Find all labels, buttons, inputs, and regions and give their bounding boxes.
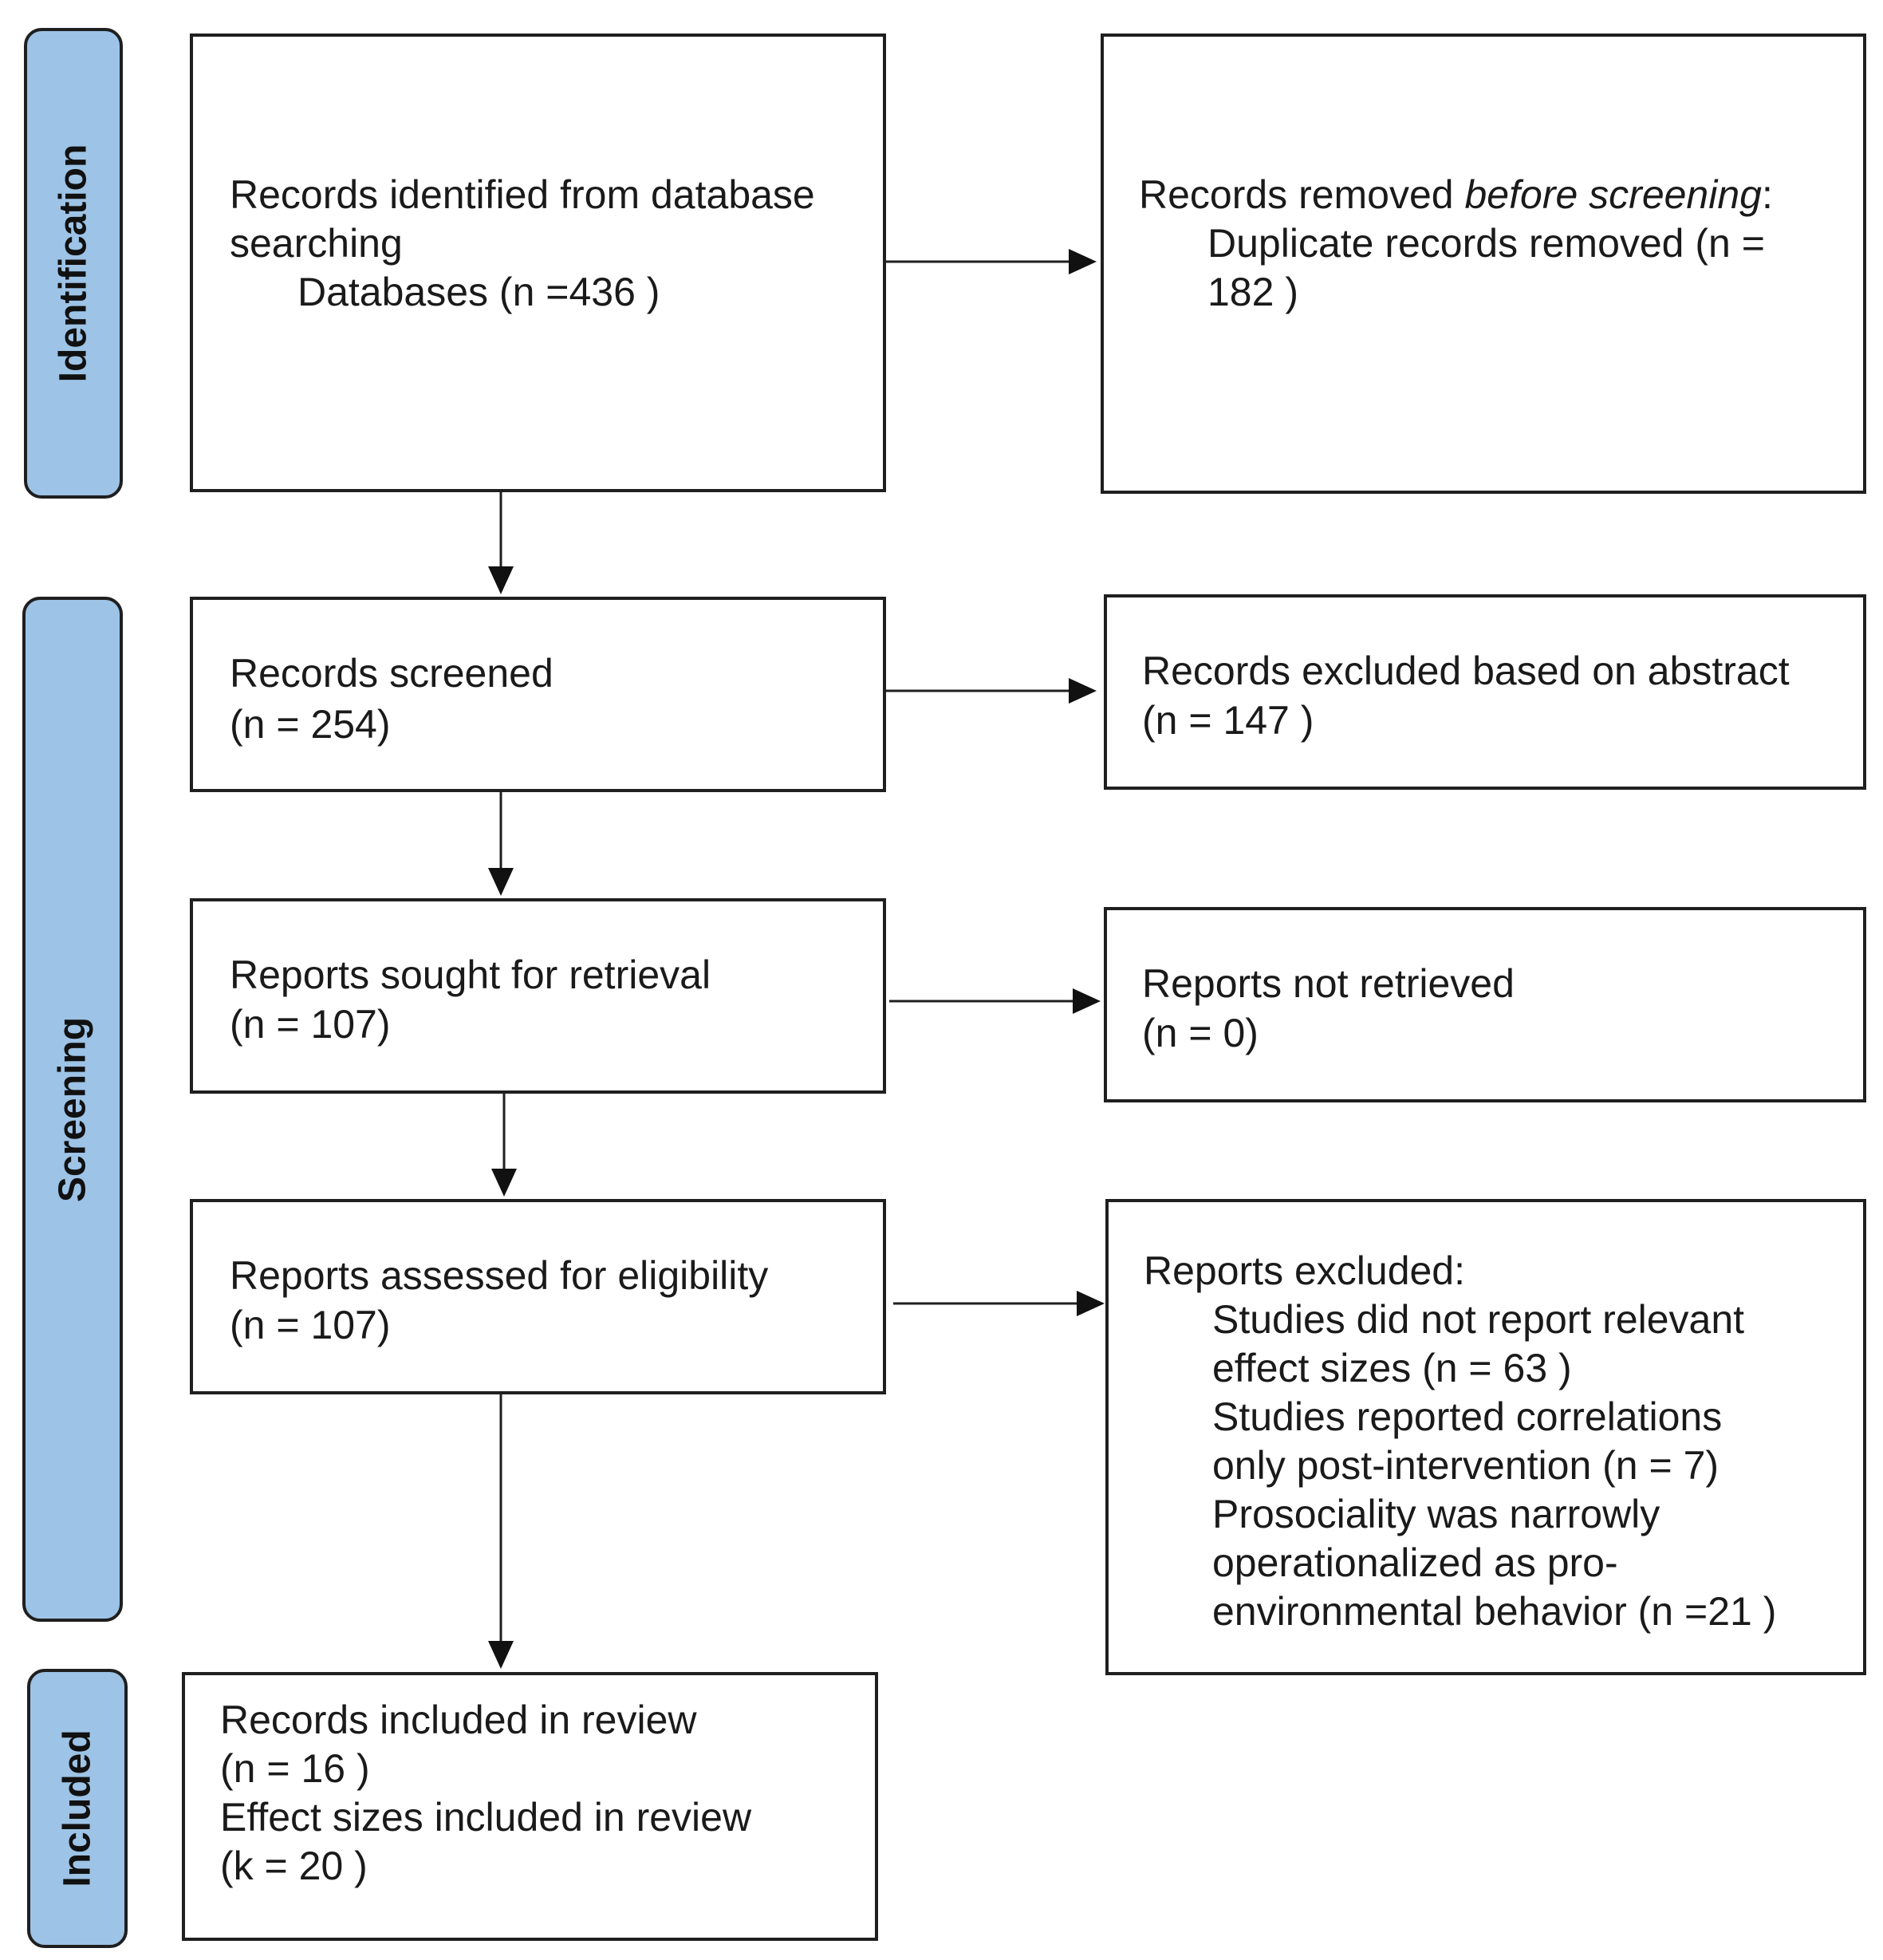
arrow-sought-to-not-retrieved bbox=[889, 988, 1101, 1014]
arrow-sought-to-eligibility bbox=[491, 1094, 517, 1197]
records-identified-line2: searching bbox=[230, 221, 403, 266]
records-removed-line1: Records removed before screening: bbox=[1139, 172, 1773, 217]
reports-sought-count: (n = 107) bbox=[230, 1002, 391, 1047]
records-screened-count: (n = 254) bbox=[230, 702, 391, 747]
phase-screening: Screening bbox=[22, 597, 123, 1622]
records-identified-box: Records identified from database searchi… bbox=[190, 34, 886, 492]
reports-excluded-reason-1a: Studies did not report relevant bbox=[1212, 1297, 1745, 1342]
reports-not-retrieved-count: (n = 0) bbox=[1142, 1011, 1259, 1055]
records-included-line1: Records included in review bbox=[220, 1698, 697, 1742]
records-screened-line1: Records screened bbox=[230, 651, 553, 696]
records-screened-box: Records screened (n = 254) bbox=[190, 597, 886, 792]
arrow-identified-to-removed bbox=[886, 249, 1097, 274]
records-excluded-abstract-count: (n = 147 ) bbox=[1142, 698, 1314, 743]
records-removed-duplicates: Duplicate records removed (n = bbox=[1207, 221, 1765, 266]
reports-eligibility-box: Reports assessed for eligibility (n = 10… bbox=[190, 1199, 886, 1394]
reports-excluded-reason-2a: Studies reported correlations bbox=[1212, 1394, 1723, 1439]
reports-not-retrieved-line1: Reports not retrieved bbox=[1142, 961, 1515, 1006]
records-identified-databases: Databases (n =436 ) bbox=[297, 270, 660, 314]
arrow-screened-to-excluded bbox=[886, 678, 1097, 704]
records-removed-count: 182 ) bbox=[1207, 270, 1298, 314]
reports-excluded-reason-3a: Prosociality was narrowly bbox=[1212, 1492, 1660, 1536]
reports-eligibility-count: (n = 107) bbox=[230, 1303, 391, 1347]
reports-excluded-reason-3c: environmental behavior (n =21 ) bbox=[1212, 1589, 1777, 1634]
reports-sought-box: Reports sought for retrieval (n = 107) bbox=[190, 898, 886, 1094]
effect-sizes-included-line: Effect sizes included in review bbox=[220, 1795, 752, 1840]
records-excluded-abstract-box: Records excluded based on abstract (n = … bbox=[1104, 594, 1866, 790]
reports-not-retrieved-box: Reports not retrieved (n = 0) bbox=[1104, 907, 1866, 1102]
records-removed-box: Records removed before screening: Duplic… bbox=[1101, 34, 1866, 494]
arrow-screened-to-sought bbox=[488, 792, 514, 896]
arrow-eligibility-to-included bbox=[488, 1394, 514, 1669]
before-screening-emph: before screening bbox=[1464, 172, 1762, 217]
arrow-identified-to-screened bbox=[488, 492, 514, 594]
effect-sizes-included-count: (k = 20 ) bbox=[220, 1844, 368, 1888]
reports-eligibility-line1: Reports assessed for eligibility bbox=[230, 1253, 769, 1298]
reports-sought-line1: Reports sought for retrieval bbox=[230, 952, 711, 997]
phase-identification: Identification bbox=[24, 28, 123, 499]
reports-excluded-reason-1b: effect sizes (n = 63 ) bbox=[1212, 1346, 1572, 1390]
records-excluded-abstract-line1: Records excluded based on abstract bbox=[1142, 649, 1790, 693]
reports-excluded-box: Reports excluded: Studies did not report… bbox=[1105, 1199, 1866, 1675]
records-included-box: Records included in review (n = 16 ) Eff… bbox=[182, 1672, 878, 1941]
phase-included: Included bbox=[27, 1669, 128, 1948]
reports-excluded-reason-2b: only post-intervention (n = 7) bbox=[1212, 1443, 1720, 1488]
arrow-eligibility-to-excluded bbox=[893, 1291, 1105, 1316]
reports-excluded-heading: Reports excluded: bbox=[1144, 1248, 1466, 1293]
records-identified-line1: Records identified from database bbox=[230, 172, 815, 217]
reports-excluded-reason-3b: operationalized as pro- bbox=[1212, 1540, 1618, 1585]
records-included-count: (n = 16 ) bbox=[220, 1746, 370, 1791]
